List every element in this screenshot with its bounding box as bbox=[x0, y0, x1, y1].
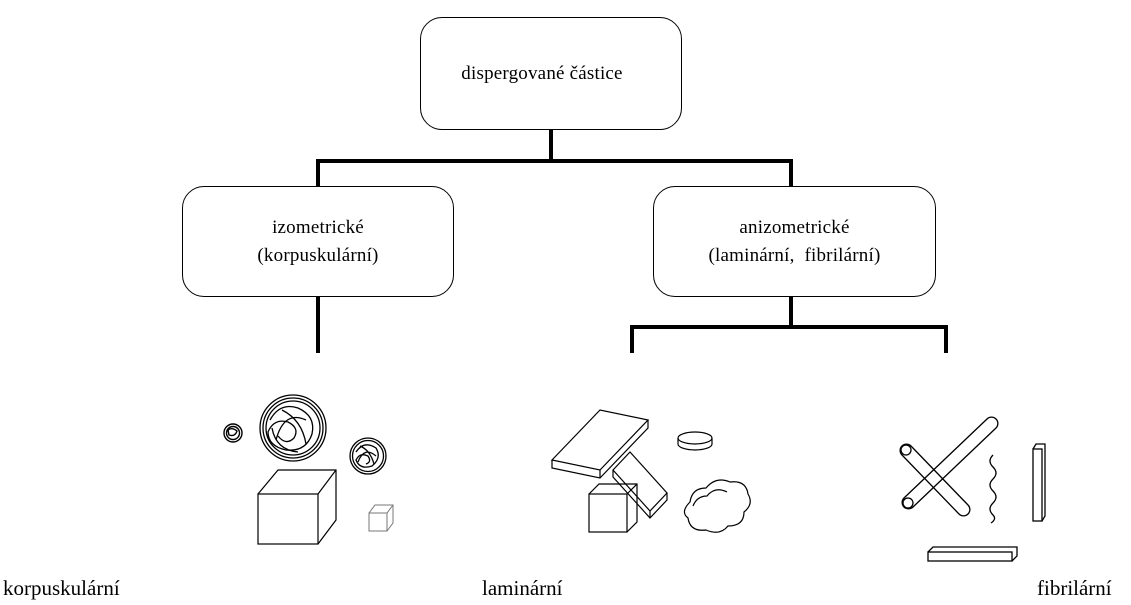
laminar-cube-icon bbox=[588, 483, 638, 533]
root-node: dispergované částice bbox=[420, 17, 682, 130]
corpuscular-particles-illustration bbox=[223, 394, 394, 545]
medium-sphere-icon bbox=[349, 437, 387, 475]
blob-plate-icon bbox=[683, 479, 751, 533]
large-cube-icon bbox=[257, 469, 337, 545]
flat-slab-icon bbox=[550, 409, 650, 479]
horizontal-prism-icon bbox=[927, 546, 1018, 562]
tilted-plate-icon bbox=[612, 451, 668, 519]
isometric-node: izometrické (korpuskulární) bbox=[182, 186, 454, 297]
vertical-prism-icon bbox=[1032, 443, 1046, 522]
fibrillar-label: fibrilární bbox=[1037, 576, 1112, 600]
disc-icon bbox=[677, 431, 713, 451]
corpuscular-label: korpuskulární bbox=[3, 576, 120, 600]
rod-b-icon bbox=[901, 416, 999, 510]
root-node-label: dispergované částice bbox=[461, 62, 623, 84]
anisometric-node-subtitle: (laminární, fibrilární) bbox=[708, 244, 881, 266]
fibrillar-particles-illustration bbox=[899, 416, 1046, 562]
laminar-label: laminární bbox=[482, 576, 563, 600]
anisometric-node: anizometrické (laminární, fibrilární) bbox=[653, 186, 936, 297]
laminar-particles-illustration bbox=[550, 409, 751, 533]
isometric-node-subtitle: (korpuskulární) bbox=[257, 244, 379, 266]
small-cube-icon bbox=[368, 504, 394, 532]
small-sphere-icon bbox=[223, 423, 243, 443]
wavy-fibre-icon bbox=[989, 454, 997, 524]
isometric-node-title: izometrické bbox=[272, 216, 364, 238]
anisometric-node-title: anizometrické bbox=[739, 216, 850, 238]
connector-lines bbox=[316, 128, 948, 353]
large-sphere-icon bbox=[259, 394, 327, 462]
rod-a-icon bbox=[899, 443, 971, 517]
